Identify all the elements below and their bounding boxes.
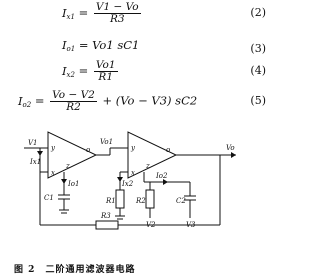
label-ix1: Ix1	[29, 158, 41, 166]
label-vo1: Vo1	[100, 138, 113, 146]
label-r3: R3	[100, 212, 111, 220]
label-x2: x	[131, 169, 135, 177]
resistor-r2	[145, 189, 155, 209]
label-v1: V1	[28, 139, 38, 147]
label-c2: C2	[176, 197, 186, 205]
label-vo: Vo	[226, 144, 235, 152]
eq5-lhs: Io2	[18, 93, 32, 109]
equation-4: Ix2 = Vo1 R1 (4)	[62, 59, 266, 84]
label-z1: z	[65, 162, 70, 170]
figure-caption: 图 2 二阶通用滤波器电路	[14, 262, 142, 275]
label-y2: y	[130, 144, 136, 152]
eq2-number: (2)	[250, 6, 266, 19]
label-o1: o	[86, 146, 90, 154]
label-io2: Io2	[155, 172, 168, 180]
eq5-fraction: Vo − V2 R2	[50, 89, 97, 114]
resistor-r3	[95, 220, 119, 230]
label-y1: y	[50, 144, 56, 152]
op-amp-1	[47, 131, 98, 179]
eq2-lhs: Ix1	[62, 6, 75, 22]
eq5-number: (5)	[250, 94, 266, 107]
label-x1: x	[51, 169, 55, 177]
eq5-rhs: + (Vo − V3) sC2	[102, 93, 198, 108]
figure-number: 图 2	[14, 265, 36, 275]
label-v2: V2	[146, 221, 156, 229]
eq3-number: (3)	[250, 42, 266, 55]
label-z2: z	[145, 162, 150, 170]
eq3-lhs: Io1	[62, 38, 76, 53]
resistor-r1	[115, 189, 125, 209]
eq2-fraction: V1 − Vo R3	[93, 1, 141, 26]
equation-2: Ix1 = V1 − Vo R3 (2)	[62, 1, 266, 26]
equation-3: Io1 = Vo1 sC1 (3)	[62, 38, 266, 55]
label-o2: o	[166, 146, 170, 154]
label-r1: R1	[105, 197, 116, 205]
filter-circuit-diagram: V1 Ix1 y x z o Vo1 Io1 C1 y x z o Vo Ix2…	[24, 131, 236, 230]
op-amp-2	[127, 131, 178, 179]
eq4-number: (4)	[250, 64, 266, 77]
label-ix2: Ix2	[121, 180, 134, 188]
label-io1: Io1	[67, 180, 79, 188]
label-v3: V3	[186, 221, 196, 229]
eq4-fraction: Vo1 R1	[93, 59, 118, 84]
eq3-rhs: Vo1 sC1	[92, 38, 140, 52]
label-r2: R2	[135, 197, 146, 205]
equation-5: Io2 = Vo − V2 R2 + (Vo − V3) sC2 (5)	[18, 89, 266, 114]
label-c1: C1	[44, 194, 54, 202]
figure-title: 二阶通用滤波器电路	[45, 265, 136, 275]
eq4-lhs: Ix2	[62, 63, 75, 79]
